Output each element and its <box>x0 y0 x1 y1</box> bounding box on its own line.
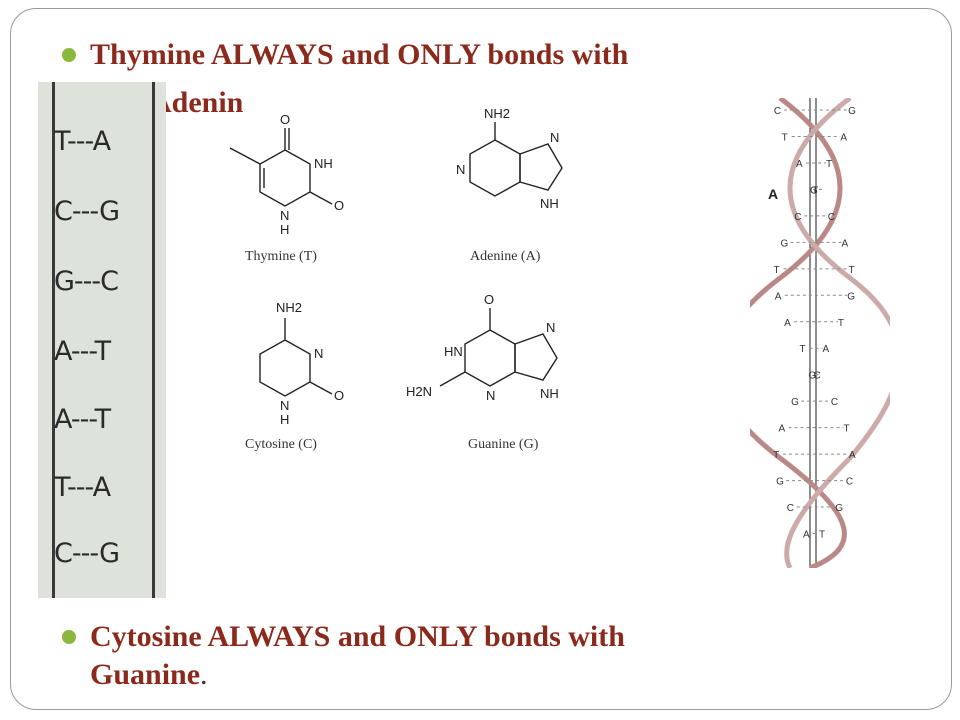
left-rail <box>52 82 55 598</box>
helix-base-letter: A <box>796 159 803 170</box>
cytosine-h: H <box>280 412 289 427</box>
bullet-period: . <box>200 658 208 691</box>
base-pair-row: G---C <box>54 266 119 297</box>
guanine-label: Guanine (G) <box>468 437 539 452</box>
base-pairs-panel: T---A C---G G---C A---T A---T T---A C---… <box>38 82 166 598</box>
helix-base-letter: C <box>846 477 853 488</box>
helix-base-letter: G <box>847 291 855 302</box>
helix-base-letter: A <box>784 318 791 329</box>
helix-base-letter: T <box>848 265 854 276</box>
helix-base-letter: C <box>828 212 835 223</box>
guanine-n3: N <box>486 388 495 403</box>
cytosine-n1: N <box>280 398 289 413</box>
helix-base-letter: A <box>775 291 782 302</box>
helix-strand-label: A <box>768 186 779 202</box>
base-pair-row: A---T <box>54 404 111 435</box>
right-rail <box>152 82 155 598</box>
thymine-label: Thymine (T) <box>245 249 317 264</box>
helix-base-letter: T <box>838 318 844 329</box>
helix-base-letter: G <box>776 477 784 488</box>
guanine-o: O <box>484 292 494 307</box>
adenine-n7: N <box>550 130 559 145</box>
helix-base-letter: G <box>848 106 856 117</box>
slide-frame <box>10 8 952 710</box>
helix-base-letter: C <box>814 371 821 382</box>
helix-base-letter: G <box>780 238 788 249</box>
nucleobase-structures: O NH O N H Thymine (T) NH2 N N NH Adenin… <box>229 106 563 452</box>
adenine-structure <box>469 122 563 197</box>
helix-base-letter: A <box>842 238 849 249</box>
helix-base-letter: T <box>844 424 850 435</box>
helix-base-letter: T <box>819 530 825 541</box>
guanine-nh: NH <box>540 386 559 401</box>
helix-backbone-2 <box>784 98 890 568</box>
guanine-structure <box>439 308 558 387</box>
bullet-cytosine-guanine: Cytosine ALWAYS and ONLY bonds with Guan… <box>62 618 850 694</box>
base-pair-row: A---T <box>54 336 111 367</box>
helix-base-letter: A <box>849 450 856 461</box>
thymine-n: N <box>280 208 289 223</box>
guanine-hn: HN <box>444 344 463 359</box>
helix-base-letter: G <box>791 397 799 408</box>
helix-base-letter: G <box>808 371 816 382</box>
base-pair-row: C---G <box>54 196 120 227</box>
helix-base-letter: A <box>778 424 785 435</box>
base-pair-row: T---A <box>54 472 111 503</box>
helix-base-letter: A <box>823 344 830 355</box>
cytosine-label: Cytosine (C) <box>245 437 317 452</box>
helix-base-letter: C <box>774 106 781 117</box>
base-pair-row: C---G <box>54 538 120 569</box>
thymine-o2: O <box>334 198 344 213</box>
helix-base-letter: T <box>782 132 788 143</box>
cytosine-nh2: NH2 <box>276 300 302 315</box>
bullet-text-line2: Guanine <box>90 658 201 691</box>
base-pair-row: T---A <box>54 126 111 157</box>
guanine-h2n: H2N <box>406 384 432 399</box>
cytosine-o: O <box>334 388 344 403</box>
thymine-h: H <box>280 222 289 237</box>
helix-backbone-1 <box>750 98 847 568</box>
helix-base-letter: T <box>799 344 805 355</box>
bullet-thymine-adenine: Thymine ALWAYS and ONLY bonds with <box>61 36 629 74</box>
cytosine-structure <box>259 318 333 397</box>
adenine-nh2: NH2 <box>484 106 510 121</box>
helix-base-letter: A <box>840 132 847 143</box>
adenine-nh: NH <box>540 196 559 211</box>
helix-base-letter: G <box>835 503 843 514</box>
helix-base-letter: C <box>831 397 838 408</box>
helix-base-letter: A <box>803 530 810 541</box>
adenine-n1: N <box>456 162 465 177</box>
thymine-o1: O <box>280 112 290 127</box>
thymine-structure <box>229 128 333 207</box>
helix-base-letter: G <box>810 185 818 196</box>
adenine-label: Adenine (A) <box>470 249 541 264</box>
bullet-text-line1: Thymine ALWAYS and ONLY bonds with <box>90 38 629 71</box>
helix-base-letter: T <box>826 159 832 170</box>
bullet-text-line1: Cytosine ALWAYS and ONLY bonds with <box>90 620 625 653</box>
guanine-n7: N <box>546 320 555 335</box>
helix-base-letter: T <box>812 185 818 196</box>
helix-base-letter: T <box>774 265 780 276</box>
helix-base-letter: C <box>787 503 794 514</box>
helix-base-letter: C <box>794 212 801 223</box>
helix-base-letter: T <box>773 450 779 461</box>
thymine-nh: NH <box>314 156 333 171</box>
cytosine-n: N <box>314 346 323 361</box>
